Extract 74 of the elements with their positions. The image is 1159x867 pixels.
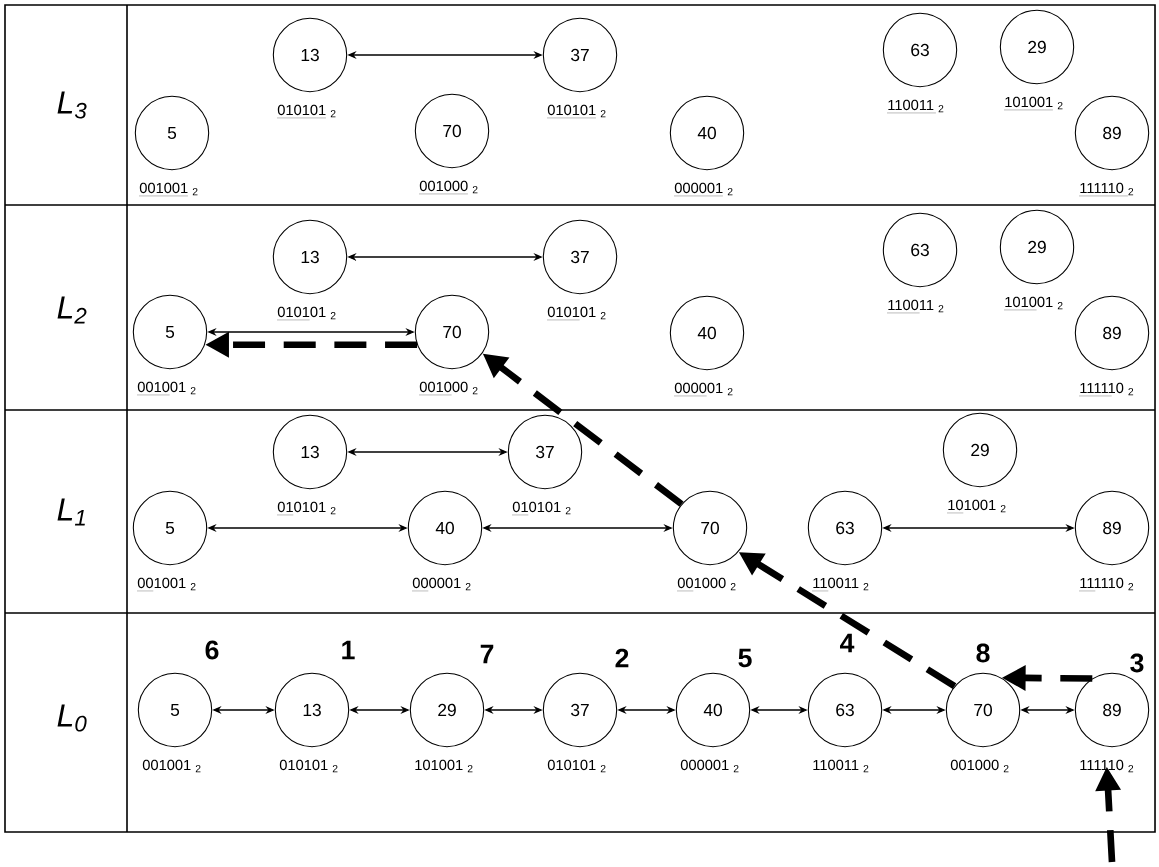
binary-key: 010101 $_{2}$ — [279, 759, 338, 773]
level-label: L$_{1}$ — [57, 498, 85, 526]
circle-node: 13 — [272, 17, 348, 93]
circle-node: 29 — [942, 412, 1018, 488]
circle-node: 63 — [882, 12, 958, 88]
step-number: 7 — [480, 644, 494, 664]
circle-node: 13 — [272, 219, 348, 295]
circle-node: 40 — [407, 490, 483, 566]
circle-node: 89 — [1074, 672, 1150, 748]
circle-node: 5 — [132, 294, 208, 370]
binary-key: 010101 $_{2}$ — [546, 306, 606, 321]
binary-key: 101001 $_{2}$ — [415, 759, 473, 773]
circle-node: 63 — [807, 490, 883, 566]
circle-node: 37 — [542, 672, 618, 748]
circle-node: 13 — [272, 414, 348, 490]
binary-key: 001000 $_{2}$ — [950, 759, 1009, 773]
circle-node: 29 — [409, 672, 485, 748]
binary-key: 010101 $_{2}$ — [276, 306, 336, 321]
binary-key: 010101 $_{2}$ — [276, 501, 336, 516]
circle-node: 37 — [542, 17, 618, 93]
binary-key: 111110 $_{2}$ — [1078, 182, 1134, 197]
circle-node: 70 — [414, 93, 490, 169]
binary-key: 101001 $_{2}$ — [1003, 96, 1063, 111]
binary-key: 001001 $_{2}$ — [136, 381, 196, 396]
circle-node: 37 — [507, 414, 583, 490]
circle-node: 89 — [1074, 95, 1150, 171]
level-label: L$_{0}$ — [57, 704, 87, 732]
circle-node: 29 — [999, 9, 1075, 85]
binary-key: 111110 $_{2}$ — [1078, 577, 1134, 592]
circle-node: 37 — [542, 219, 618, 295]
binary-key: 001000 $_{2}$ — [418, 381, 478, 396]
circle-node: 63 — [882, 212, 958, 288]
circle-node: 70 — [414, 294, 490, 370]
binary-key: 000001 $_{2}$ — [411, 577, 471, 592]
binary-key: 111110 $_{2}$ — [1078, 382, 1134, 397]
circle-node: 29 — [999, 209, 1075, 285]
binary-key: 001001 $_{2}$ — [138, 182, 198, 197]
binary-key: 001001 $_{2}$ — [136, 577, 196, 592]
circle-node: 40 — [675, 672, 751, 748]
circle-node: 70 — [672, 490, 748, 566]
binary-key: 010101 $_{2}$ — [276, 104, 336, 119]
binary-key: 010101 $_{2}$ — [546, 104, 606, 119]
step-number: 1 — [342, 640, 355, 660]
circle-node: 63 — [807, 672, 883, 748]
binary-key: 110011 $_{2}$ — [886, 299, 944, 314]
circle-node: 5 — [132, 490, 208, 566]
step-number: 2 — [615, 648, 629, 668]
circle-node: 40 — [669, 95, 745, 171]
circle-node: 5 — [137, 672, 213, 748]
binary-key: 101001 $_{2}$ — [1003, 296, 1063, 311]
step-number: 4 — [840, 633, 855, 653]
binary-key: 111110 $_{2}$ — [1080, 759, 1134, 773]
step-number: 5 — [738, 648, 752, 668]
circle-node: 13 — [274, 672, 350, 748]
binary-key: 110011 $_{2}$ — [811, 577, 869, 592]
binary-key: 101001 $_{2}$ — [946, 499, 1006, 514]
circle-node: 70 — [945, 672, 1021, 748]
binary-key: 000001 $_{2}$ — [673, 182, 733, 197]
binary-key: 110011 $_{2}$ — [886, 99, 944, 114]
step-number: 6 — [205, 640, 219, 660]
level-label: L$_{3}$ — [57, 91, 87, 119]
binary-key: 010101 $_{2}$ — [511, 501, 571, 516]
circle-node: 89 — [1074, 490, 1150, 566]
binary-key: 000001 $_{2}$ — [680, 759, 739, 773]
circle-node: 89 — [1074, 295, 1150, 371]
binary-key: 001001 $_{2}$ — [142, 759, 201, 773]
circle-node: 5 — [134, 95, 210, 171]
binary-key: 000001 $_{2}$ — [673, 382, 733, 397]
binary-key: 001000 $_{2}$ — [676, 577, 736, 592]
binary-key: 010101 $_{2}$ — [547, 759, 606, 773]
level-label: L$_{2}$ — [57, 296, 87, 324]
circle-node: 40 — [669, 295, 745, 371]
binary-key: 110011 $_{2}$ — [813, 759, 869, 773]
binary-key: 001000 $_{2}$ — [418, 180, 478, 195]
